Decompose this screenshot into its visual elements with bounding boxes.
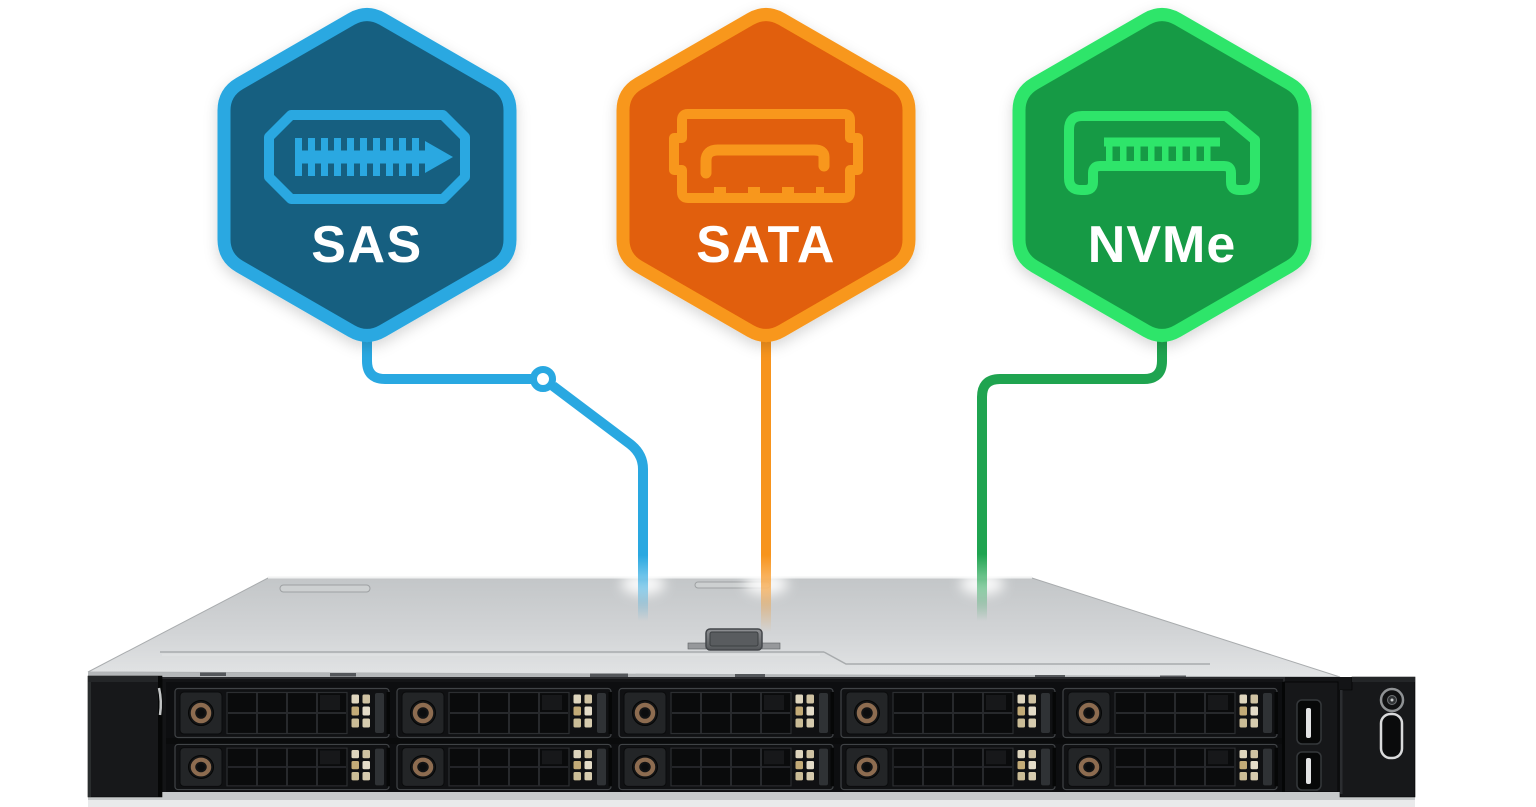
drive-bay: [841, 689, 1056, 738]
sas-icon-arrow: [425, 141, 453, 173]
drive-bay: [619, 744, 834, 789]
sata-connector-icon: [669, 109, 863, 203]
drive-bay: [397, 744, 612, 789]
nvme-hexagon: [1019, 15, 1305, 336]
lid-latch: [687, 628, 781, 651]
connector-lines: [362, 330, 1167, 632]
usb-tongue: [1306, 708, 1311, 738]
sas-line: [362, 330, 531, 384]
badge-label-nvme: NVMe: [1088, 216, 1236, 274]
drive-bay: [397, 689, 612, 738]
drive-bay: [1063, 689, 1278, 738]
drive-bay: [175, 744, 390, 789]
power-led: [1390, 698, 1394, 702]
badge-nvme: NVMe: [1019, 15, 1305, 336]
lid-vent-slot: [279, 584, 371, 593]
front-control-panel: [1282, 681, 1339, 793]
server-lid: [87, 577, 1341, 678]
chassis-bottom-edge: [88, 792, 1415, 801]
left-rack-ear: [87, 675, 163, 798]
drive-bay: [619, 689, 834, 738]
badge-sas: SAS: [224, 15, 510, 336]
front-io-port: [1379, 712, 1404, 760]
ear-highlight: [157, 687, 163, 716]
bay-row-divider: [166, 738, 1288, 744]
chassis-bottom-fade: [88, 800, 1415, 807]
usb-tongue: [1306, 758, 1311, 784]
badge-label-sas: SAS: [311, 216, 422, 274]
drive-bay: [1063, 744, 1278, 789]
lid-seam: [823, 651, 1210, 665]
sas-connector-icon: [264, 110, 470, 204]
badge-label-sata: SATA: [696, 216, 836, 274]
nvme-line: [977, 330, 1167, 621]
sas-line-drop: [549, 382, 648, 621]
drive-bay: [841, 744, 1056, 789]
badge-sata: SATA: [623, 15, 909, 336]
sas-line-node: [530, 366, 556, 392]
rack-server: [87, 576, 1416, 807]
nvme-connector-icon: [1064, 111, 1260, 195]
drive-bay: [175, 689, 390, 738]
sata-hexagon: [623, 15, 909, 336]
right-rack-ear: [1339, 676, 1416, 798]
